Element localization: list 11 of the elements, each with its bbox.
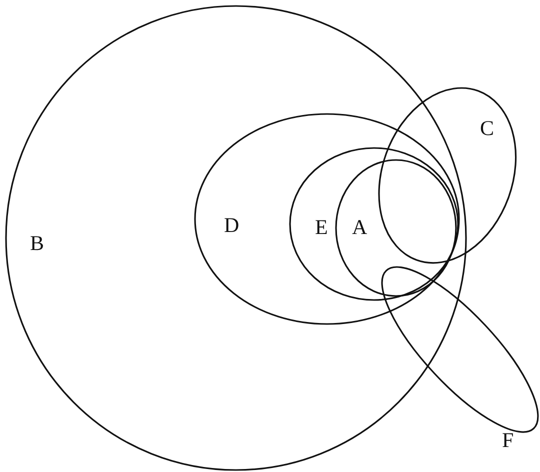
set-circle [6, 6, 466, 470]
set-circle [290, 148, 458, 300]
set-ellipse [195, 114, 459, 324]
set-label: A [352, 216, 368, 238]
set-label: C [480, 116, 494, 139]
set-label: F [502, 428, 514, 451]
set-label: D [224, 214, 240, 236]
set-ellipse [378, 88, 516, 262]
set-label: E [315, 216, 328, 238]
set-circle [336, 160, 456, 296]
set-label: B [30, 232, 44, 254]
